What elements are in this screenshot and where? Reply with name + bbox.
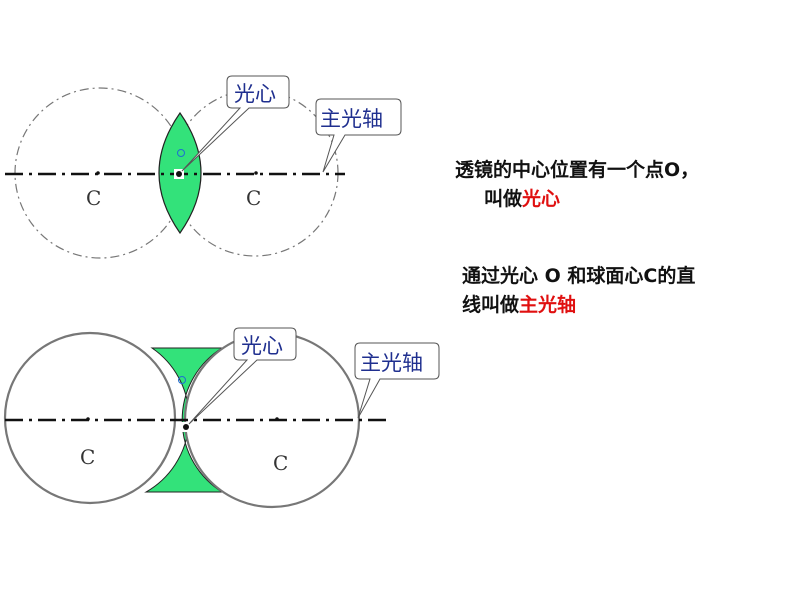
optical-center-term: 光心 [522,188,561,210]
center-dot-right-top [254,171,258,175]
optical-center-label-bottom: 光心 [241,334,283,358]
center-c-label-top-left: C [86,186,101,210]
principal-axis-callout-top [315,98,402,173]
left-sphere-circle-bottom [3,331,177,505]
principal-axis-label-top: 主光轴 [320,107,383,131]
optical-center-callout-bottom [188,327,297,425]
center-c-label-top-right: C [246,186,261,210]
convex-lens-diagram: C C 光心 主光轴 [5,75,402,259]
principal-axis-callout-bottom [354,342,440,419]
point-o-bottom [178,376,186,384]
principal-axis-term: 主光轴 [519,294,577,316]
desc-line-4-prefix: 线叫做 [462,294,520,316]
principal-axis-label-bottom: 主光轴 [360,351,423,375]
point-o-top [177,149,185,157]
center-dot-right-bottom [275,417,279,421]
optical-center-description: 透镜的中心位置有一个点O， 叫做光心 [455,156,699,214]
center-dot-left-top [96,171,100,175]
optical-center-callout-top [181,75,290,172]
center-dot-left-bottom [86,417,90,421]
desc-line-1: 透镜的中心位置有一个点O， [455,159,700,181]
optical-center-dot-top [176,171,182,177]
desc-line-2-prefix: 叫做 [484,188,523,210]
optical-center-label-top: 光心 [234,82,276,106]
concave-lens-diagram: C C 光心 主光轴 [3,327,440,509]
center-c-label-bottom-right: C [273,451,288,475]
center-c-label-bottom-left: C [80,445,95,469]
desc-line-3: 通过光心 O 和球面心C的直 [462,265,696,287]
optical-center-dot-bottom [183,424,189,430]
principal-axis-description: 通过光心 O 和球面心C的直 线叫做主光轴 [462,262,695,320]
desc-line-2: 叫做光心 [455,185,699,214]
desc-line-4: 线叫做主光轴 [462,291,695,320]
